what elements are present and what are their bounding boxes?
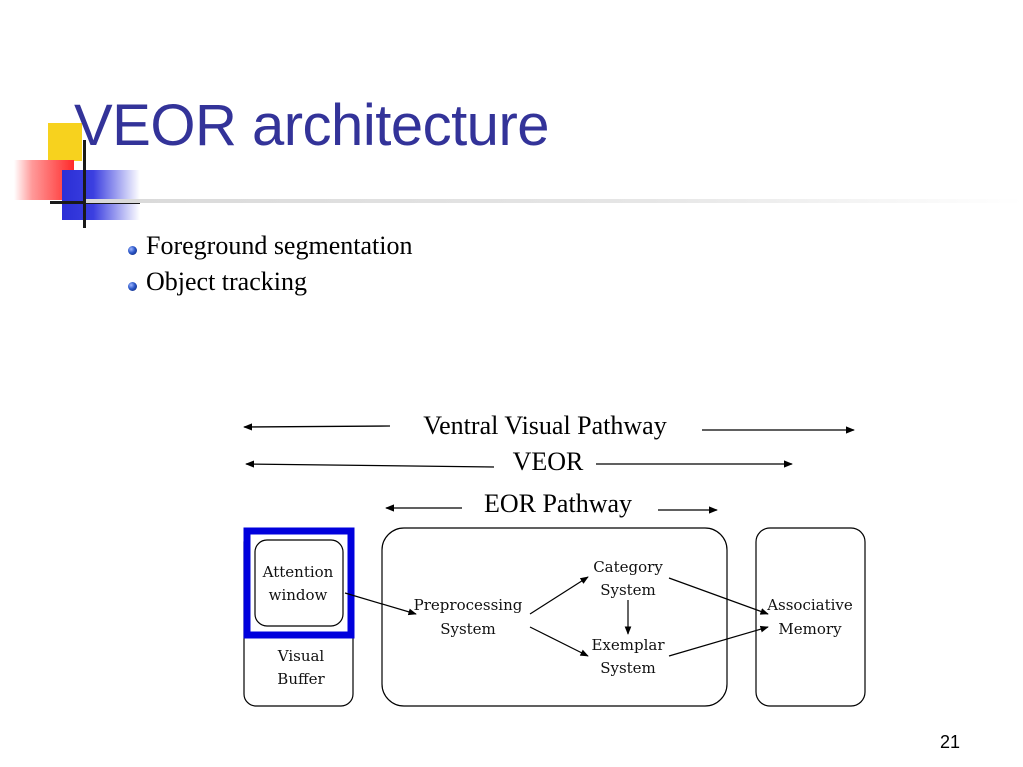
arrow-preprocessing-to-exemplar: [529, 626, 589, 657]
associative-memory-label-line2: Memory: [778, 620, 842, 638]
attention-window-label-line1: Attention: [262, 563, 334, 581]
attention-window-box: [254, 539, 344, 627]
decorative-vertical-line: [83, 140, 86, 228]
veor-left-arrow: [245, 460, 495, 468]
bullet-text: Object tracking: [146, 267, 307, 296]
ventral-pathway-label: Ventral Visual Pathway: [423, 411, 666, 440]
associative-memory-label-line1: Associative: [766, 596, 853, 614]
arrow-preprocessing-to-category: [529, 576, 589, 615]
decorative-yellow-square: [48, 123, 82, 161]
bullet-list: Foreground segmentation Object tracking: [128, 228, 412, 300]
preprocessing-label-line1: Preprocessing: [414, 596, 523, 614]
visual-buffer-label-line1: Visual: [277, 647, 325, 665]
attention-highlight-frame: [243, 527, 355, 639]
bullet-dot-icon: [128, 281, 137, 291]
arrow-exemplar-to-associative: [668, 625, 769, 657]
visual-buffer-label-line2: Buffer: [277, 670, 325, 688]
bullet-item: Object tracking: [128, 264, 412, 300]
bullet-dot-icon: [128, 245, 137, 255]
veor-label: VEOR: [513, 447, 584, 476]
page-number: 21: [940, 732, 961, 752]
category-system-label-line1: Category: [593, 558, 663, 576]
decorative-blue-square: [62, 170, 140, 220]
bullet-item: Foreground segmentation: [128, 228, 412, 264]
bullet-text: Foreground segmentation: [146, 231, 413, 260]
associative-memory-box: [755, 527, 866, 707]
arrow-category-to-associative: [668, 577, 769, 615]
exemplar-system-label-line2: System: [600, 659, 656, 677]
attention-window-label-line2: window: [269, 586, 328, 604]
eor-pathway-label: EOR Pathway: [484, 489, 632, 518]
title-underline-rule: [86, 199, 1023, 203]
exemplar-system-label-line1: Exemplar: [591, 636, 665, 654]
eor-processing-box: [381, 527, 728, 707]
preprocessing-label-line2: System: [440, 620, 496, 638]
category-system-label-line2: System: [600, 581, 656, 599]
slide-title: VEOR architecture: [74, 93, 550, 158]
ventral-pathway-left-arrow: [243, 423, 391, 431]
arrow-attention-to-preprocessing: [344, 592, 417, 616]
